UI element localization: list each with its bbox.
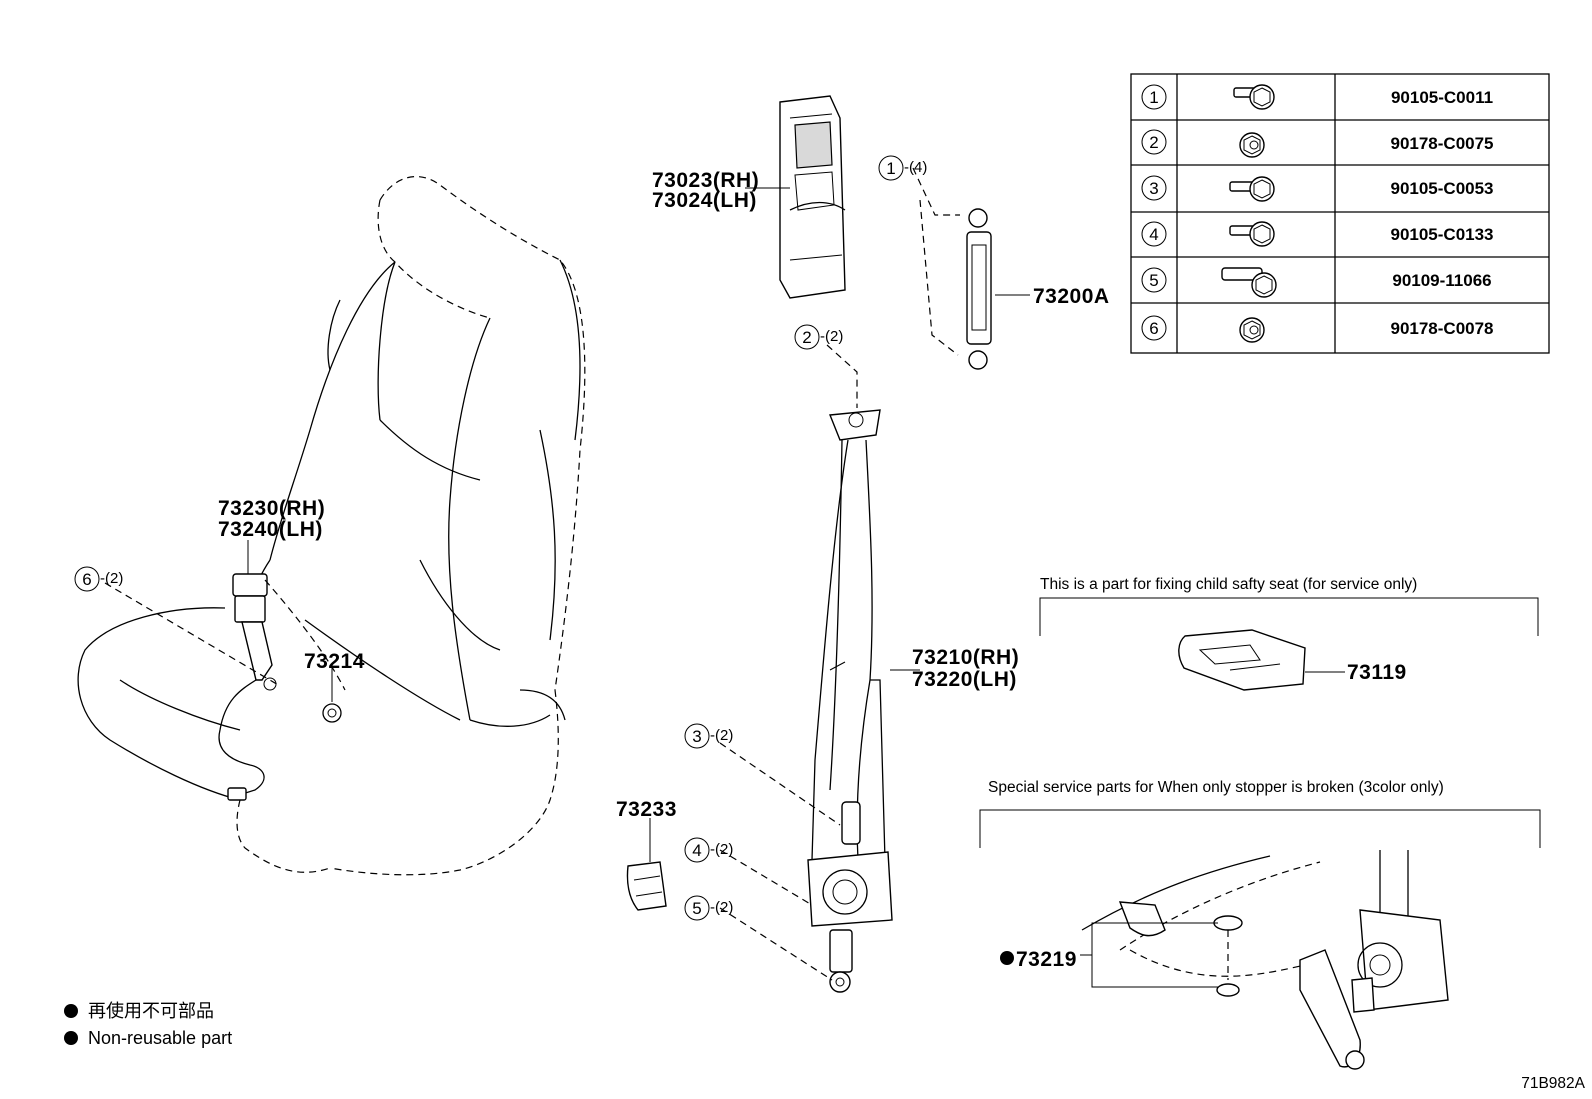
- non-reusable-dot-icon: [64, 1031, 78, 1045]
- callout-2: 2 -(2): [794, 324, 843, 350]
- part-label: 73200A: [1033, 285, 1110, 308]
- callout-1: 1 -(4): [878, 155, 927, 181]
- flange-bolt-icon: [1229, 176, 1275, 202]
- non-reusable-dot-icon: [1000, 951, 1014, 965]
- svg-text:2: 2: [1149, 133, 1158, 152]
- part-label: 73220(LH): [912, 668, 1017, 691]
- fastener-row: 6 90178-C0078: [1141, 315, 1494, 343]
- svg-text:-(2): -(2): [710, 841, 733, 858]
- callout-6: 6 -(2): [74, 566, 123, 592]
- callout-5: 5 -(2): [684, 895, 733, 921]
- svg-text:90105-C0053: 90105-C0053: [1390, 179, 1493, 198]
- part-label: 73214: [304, 650, 365, 673]
- legend: 再使用不可部品 Non-reusable part: [64, 1001, 232, 1048]
- part-label: 73024(LH): [652, 189, 757, 212]
- child-seat-note: This is a part for fixing child safty se…: [1040, 576, 1417, 593]
- flange-nut-icon: [1239, 132, 1265, 158]
- svg-text:-(2): -(2): [100, 570, 123, 587]
- pillar-garnish-part: [745, 95, 846, 299]
- svg-text:90105-C0011: 90105-C0011: [1391, 88, 1493, 107]
- fastener-row: 3 90105-C0053: [1141, 175, 1494, 202]
- flange-nut-icon: [1239, 317, 1265, 343]
- stopper-note: Special service parts for When only stop…: [988, 779, 1444, 796]
- svg-text:6: 6: [82, 570, 91, 589]
- seat-outline: [77, 176, 586, 876]
- svg-text:-(4): -(4): [904, 159, 927, 176]
- svg-text:90178-C0078: 90178-C0078: [1390, 319, 1493, 338]
- svg-text:2: 2: [802, 328, 811, 347]
- legend-en: Non-reusable part: [88, 1028, 232, 1048]
- part-label: 73023(RH): [652, 169, 759, 192]
- svg-text:4: 4: [692, 841, 701, 860]
- child-seat-note-box: [1039, 597, 1539, 691]
- svg-text:-(2): -(2): [820, 328, 843, 345]
- part-label: 73240(LH): [218, 518, 323, 541]
- svg-text:-(2): -(2): [710, 899, 733, 916]
- washer-73214-part: [322, 668, 342, 723]
- part-label: 73230(RH): [218, 497, 325, 520]
- svg-text:4: 4: [1149, 225, 1158, 244]
- part-label: 73219: [1016, 948, 1077, 971]
- svg-text:3: 3: [692, 727, 701, 746]
- fastener-row: 1 90105-C0011: [1141, 84, 1493, 110]
- svg-text:6: 6: [1149, 319, 1158, 338]
- callout-4: 4 -(2): [684, 837, 733, 863]
- seat-belt-buckle-part: [218, 540, 277, 801]
- callout-3: 3 -(2): [684, 723, 733, 749]
- fastener-row: 5 90109-11066: [1141, 267, 1492, 298]
- svg-text:90105-C0133: 90105-C0133: [1390, 225, 1493, 244]
- svg-text:1: 1: [886, 159, 895, 178]
- svg-text:5: 5: [1149, 271, 1158, 290]
- stopper-73233-part: [626, 818, 667, 911]
- svg-text:3: 3: [1149, 179, 1158, 198]
- flange-bolt-icon: [1233, 84, 1275, 110]
- shoulder-bolt-icon: [1221, 267, 1277, 298]
- diagram-code: 71B982A: [1521, 1075, 1585, 1092]
- non-reusable-dot-icon: [64, 1004, 78, 1018]
- svg-text:-(2): -(2): [710, 727, 733, 744]
- legend-jp: 再使用不可部品: [88, 1001, 214, 1021]
- svg-text:90178-C0075: 90178-C0075: [1390, 134, 1493, 153]
- fastener-row: 4 90105-C0133: [1141, 221, 1494, 247]
- part-label: 73119: [1347, 661, 1407, 684]
- shoulder-adjuster-part: [912, 167, 1030, 370]
- flange-bolt-icon: [1229, 221, 1275, 247]
- svg-text:90109-11066: 90109-11066: [1392, 271, 1491, 290]
- part-label: 73233: [616, 798, 677, 821]
- svg-text:1: 1: [1149, 88, 1158, 107]
- fastener-row: 2 90178-C0075: [1141, 129, 1494, 158]
- stopper-service-box: [979, 809, 1541, 1070]
- fastener-table: [1130, 73, 1550, 354]
- svg-text:5: 5: [692, 899, 701, 918]
- part-label: 73210(RH): [912, 646, 1019, 669]
- retractor-belt-part: [807, 409, 920, 993]
